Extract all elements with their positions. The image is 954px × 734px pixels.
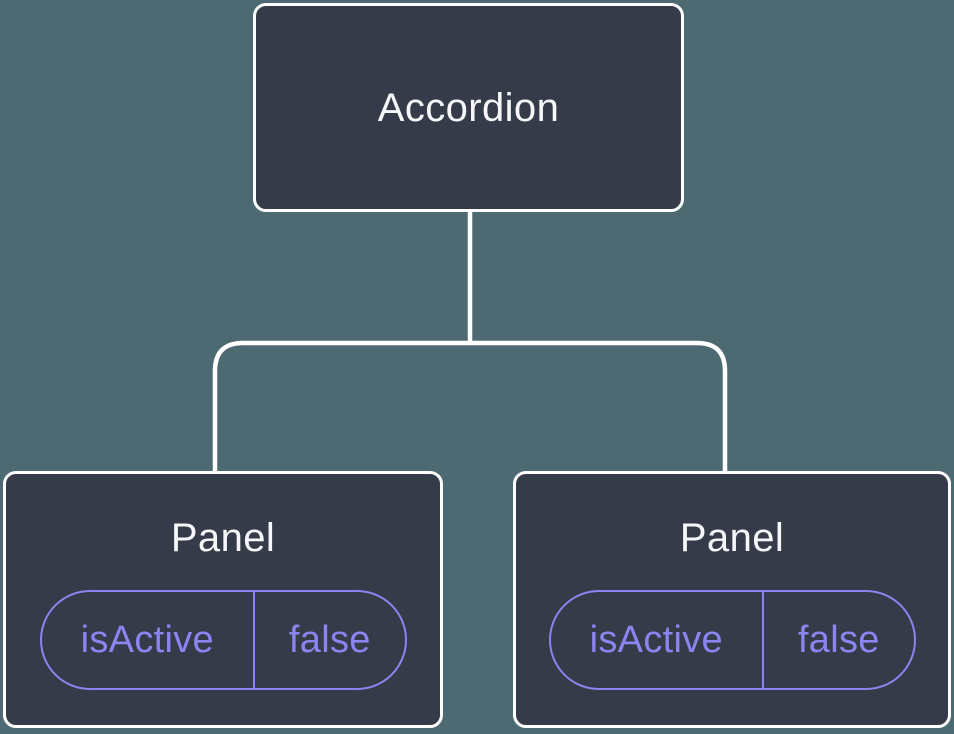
- node-label-accordion: Accordion: [377, 85, 560, 130]
- node-label-panel: Panel: [679, 516, 785, 560]
- state-name: isActive: [589, 618, 723, 661]
- tree-node-accordion: Accordion: [253, 3, 684, 212]
- state-name: isActive: [80, 618, 214, 661]
- tree-node-panel-right: Panel isActive false: [513, 471, 951, 728]
- tree-node-panel-left: Panel isActive false: [3, 471, 443, 728]
- connector-branch-bracket: [212, 340, 728, 472]
- state-pill: isActive false: [548, 590, 916, 690]
- node-label-panel: Panel: [170, 516, 276, 560]
- state-pill: isActive false: [39, 590, 407, 690]
- state-value: false: [762, 592, 913, 688]
- state-value: false: [253, 592, 404, 688]
